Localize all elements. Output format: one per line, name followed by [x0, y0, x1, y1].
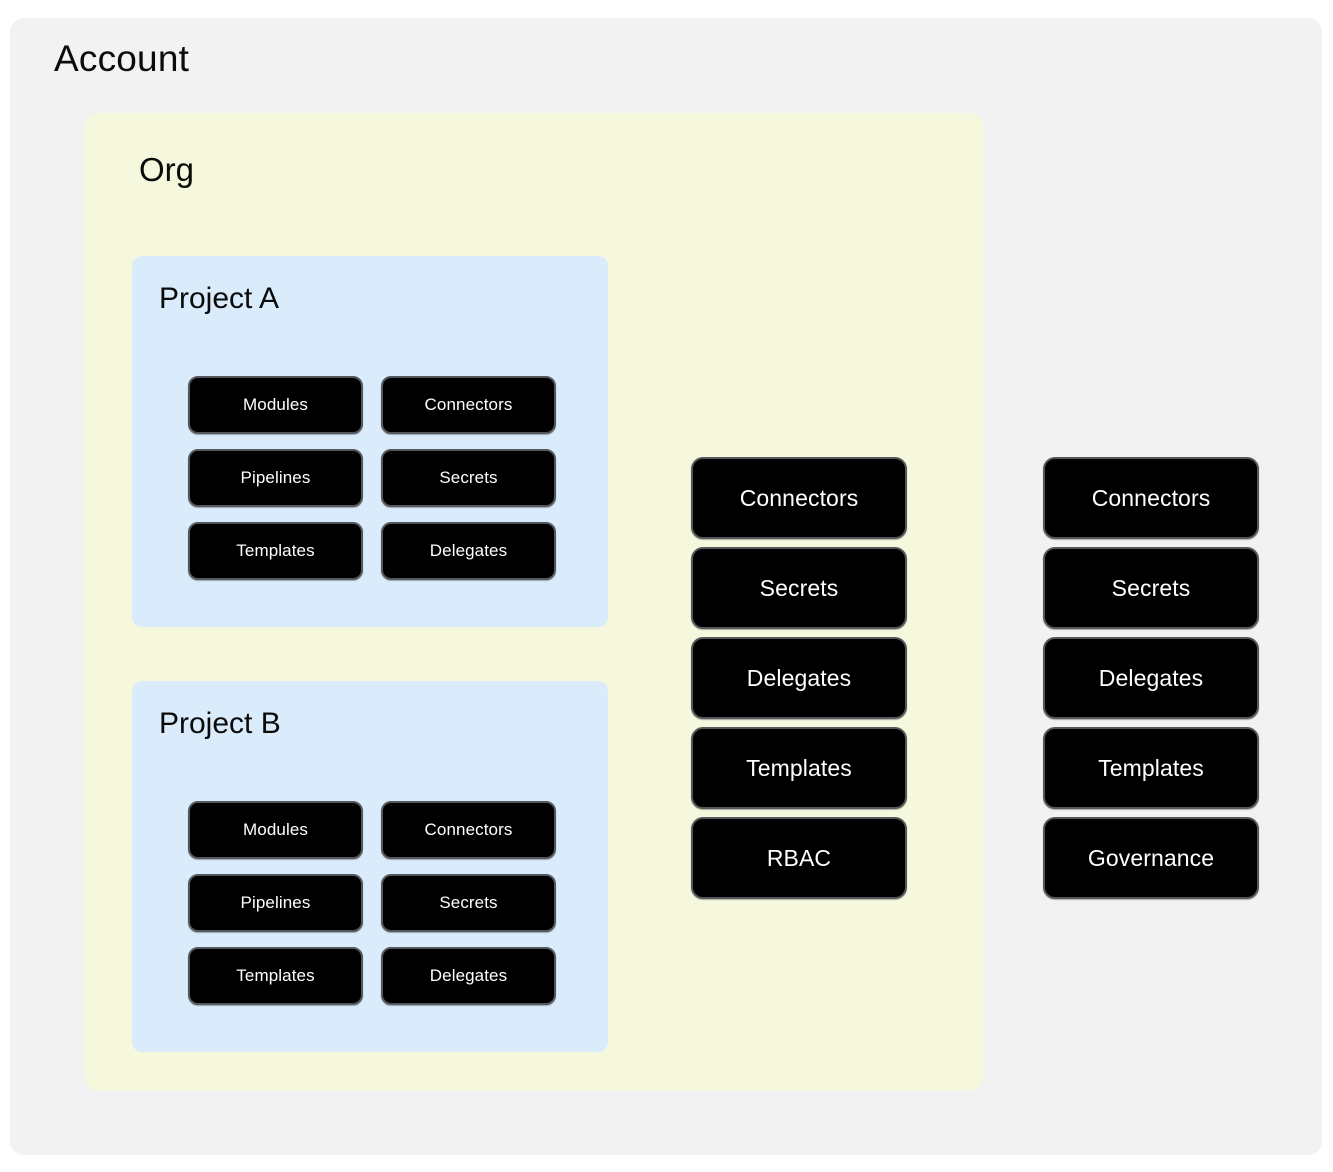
resource-node-pipelines[interactable]: Pipelines	[188, 449, 363, 507]
resource-node-connectors[interactable]: Connectors	[381, 376, 556, 434]
account-scope-container: Account Org Project A Modules Connectors…	[10, 18, 1322, 1155]
resource-node-delegates[interactable]: Delegates	[381, 522, 556, 580]
resource-node-connectors[interactable]: Connectors	[381, 801, 556, 859]
account-resource-column: Connectors Secrets Delegates Templates G…	[1043, 457, 1259, 899]
resource-node-templates[interactable]: Templates	[188, 522, 363, 580]
resource-node-modules[interactable]: Modules	[188, 801, 363, 859]
resource-node-secrets[interactable]: Secrets	[381, 449, 556, 507]
resource-node-delegates[interactable]: Delegates	[381, 947, 556, 1005]
resource-node-templates[interactable]: Templates	[188, 947, 363, 1005]
resource-node-connectors[interactable]: Connectors	[1043, 457, 1259, 539]
resource-node-modules[interactable]: Modules	[188, 376, 363, 434]
resource-node-templates[interactable]: Templates	[691, 727, 907, 809]
resource-node-pipelines[interactable]: Pipelines	[188, 874, 363, 932]
resource-node-governance[interactable]: Governance	[1043, 817, 1259, 899]
account-scope-title: Account	[54, 38, 190, 79]
resource-node-secrets[interactable]: Secrets	[1043, 547, 1259, 629]
org-resource-column: Connectors Secrets Delegates Templates R…	[691, 457, 907, 899]
resource-node-templates[interactable]: Templates	[1043, 727, 1259, 809]
project-title-a: Project A	[159, 282, 280, 315]
project-resource-grid-a: Modules Connectors Pipelines Secrets Tem…	[188, 376, 556, 580]
resource-node-rbac[interactable]: RBAC	[691, 817, 907, 899]
project-title-b: Project B	[159, 707, 281, 740]
org-scope-title: Org	[139, 151, 195, 188]
resource-node-secrets[interactable]: Secrets	[381, 874, 556, 932]
resource-node-secrets[interactable]: Secrets	[691, 547, 907, 629]
project-scope-container-b: Project B Modules Connectors Pipelines S…	[132, 681, 608, 1052]
project-scope-container-a: Project A Modules Connectors Pipelines S…	[132, 256, 608, 627]
resource-node-delegates[interactable]: Delegates	[1043, 637, 1259, 719]
resource-node-connectors[interactable]: Connectors	[691, 457, 907, 539]
resource-node-delegates[interactable]: Delegates	[691, 637, 907, 719]
project-resource-grid-b: Modules Connectors Pipelines Secrets Tem…	[188, 801, 556, 1005]
